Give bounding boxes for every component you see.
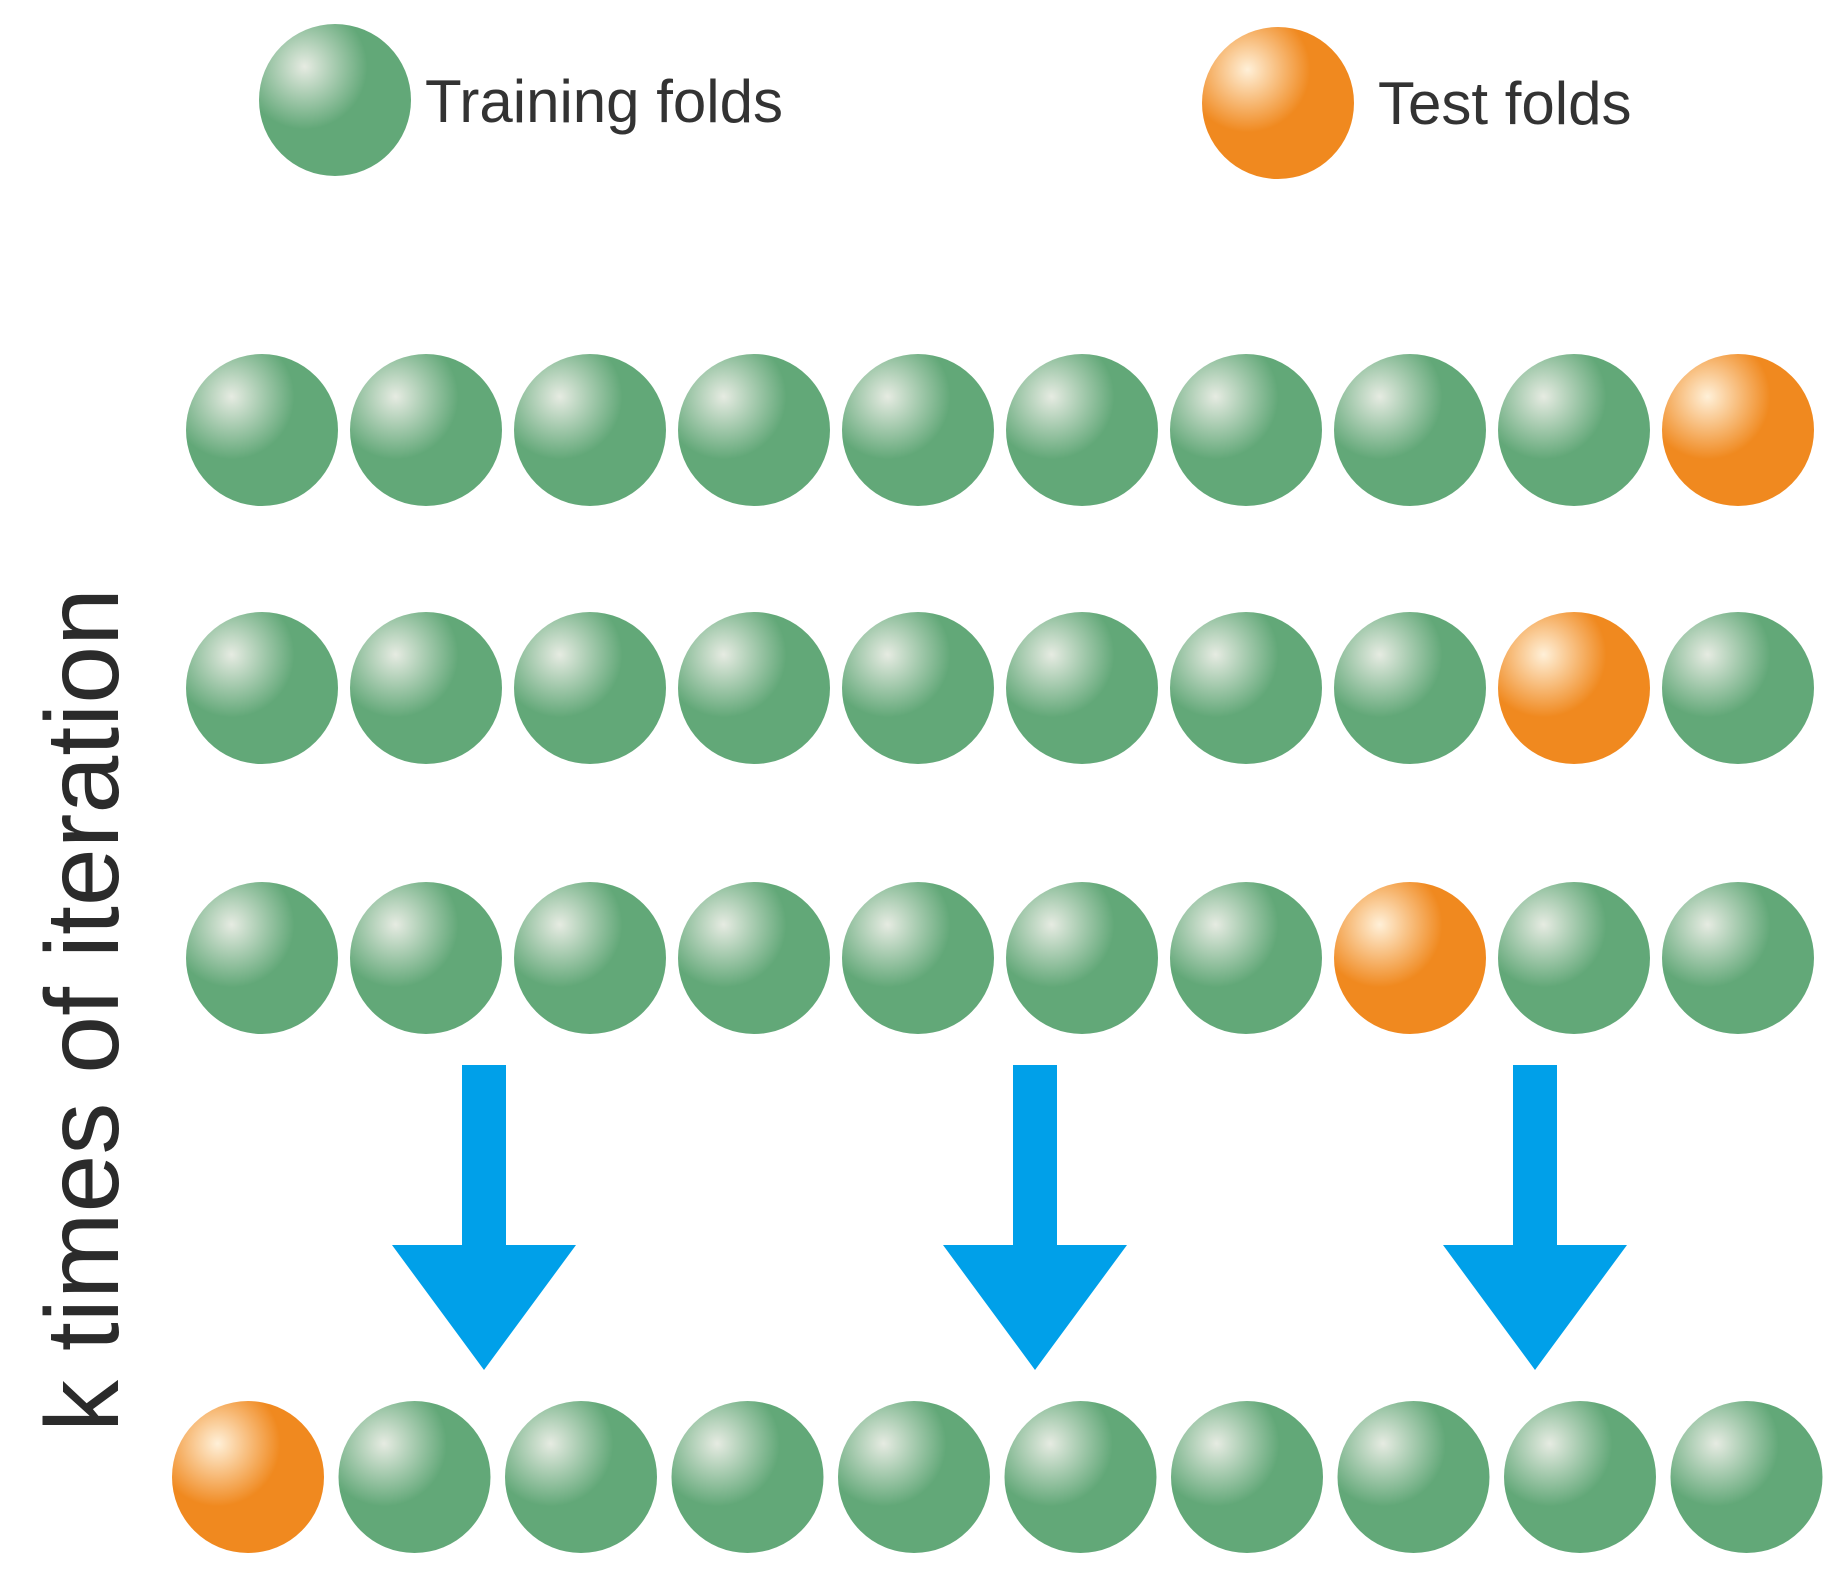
fold-row-2 — [186, 612, 1814, 764]
training-fold-ball — [1170, 354, 1322, 506]
training-fold-ball — [350, 612, 502, 764]
legend-test-label: Test folds — [1378, 70, 1631, 137]
legend-test: Test folds — [1202, 27, 1631, 179]
training-fold-ball — [678, 354, 830, 506]
down-arrow-icon — [943, 1065, 1127, 1370]
training-fold-ball — [338, 1401, 491, 1553]
training-fold-ball — [1334, 354, 1486, 506]
training-fold-ball — [1170, 882, 1322, 1034]
training-fold-ball — [842, 612, 994, 764]
training-fold-ball — [1006, 612, 1158, 764]
training-fold-ball — [186, 882, 338, 1034]
test-fold-ball — [172, 1401, 324, 1553]
test-fold-ball — [1334, 882, 1486, 1034]
training-fold-ball — [1337, 1401, 1490, 1553]
training-fold-ball — [350, 882, 502, 1034]
down-arrows — [392, 1065, 1627, 1370]
test-fold-ball — [1498, 612, 1650, 764]
down-arrow-icon — [392, 1065, 576, 1370]
training-fold-ball — [1498, 882, 1650, 1034]
down-arrow-icon — [1443, 1065, 1627, 1370]
legend-training: Training folds — [259, 24, 783, 176]
training-fold-ball — [1670, 1401, 1823, 1553]
training-fold-ball — [1498, 354, 1650, 506]
legend-test-ball — [1202, 27, 1354, 179]
fold-row-3 — [186, 882, 1814, 1034]
training-fold-ball — [505, 1401, 657, 1553]
legend: Training folds Test folds — [259, 24, 1631, 179]
training-fold-ball — [842, 354, 994, 506]
training-fold-ball — [1006, 354, 1158, 506]
legend-training-ball — [259, 24, 411, 176]
training-fold-ball — [1170, 612, 1322, 764]
training-fold-ball — [1504, 1401, 1656, 1553]
training-fold-ball — [671, 1401, 824, 1553]
training-fold-ball — [678, 882, 830, 1034]
training-fold-ball — [514, 612, 666, 764]
fold-rows — [172, 354, 1823, 1553]
fold-row-1 — [186, 354, 1814, 506]
fold-row-4 — [172, 1401, 1823, 1553]
training-fold-ball — [1171, 1401, 1323, 1553]
training-fold-ball — [186, 354, 338, 506]
training-fold-ball — [678, 612, 830, 764]
training-fold-ball — [186, 612, 338, 764]
training-fold-ball — [514, 354, 666, 506]
test-fold-ball — [1662, 354, 1814, 506]
training-fold-ball — [1006, 882, 1158, 1034]
training-fold-ball — [514, 882, 666, 1034]
training-fold-ball — [1662, 612, 1814, 764]
legend-training-label: Training folds — [425, 68, 783, 135]
training-fold-ball — [838, 1401, 990, 1553]
training-fold-ball — [1334, 612, 1486, 764]
axis-label: k times of iteration — [25, 588, 141, 1432]
training-fold-ball — [350, 354, 502, 506]
training-fold-ball — [1004, 1401, 1157, 1553]
training-fold-ball — [842, 882, 994, 1034]
training-fold-ball — [1662, 882, 1814, 1034]
